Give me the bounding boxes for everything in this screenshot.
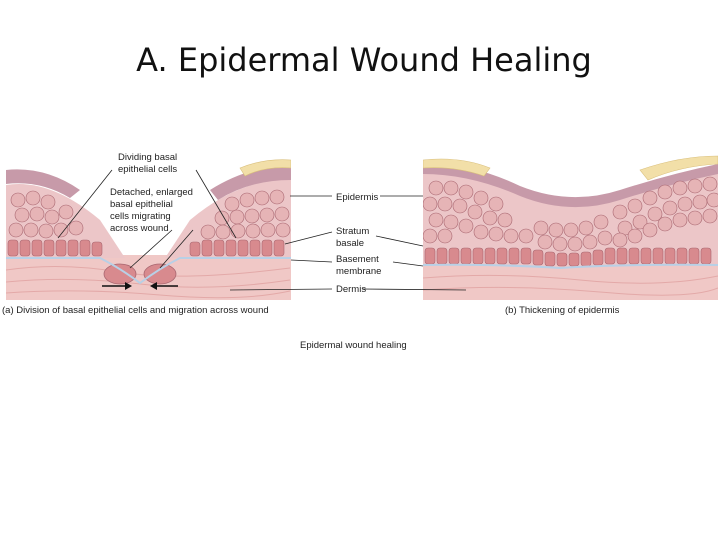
- panel-a-left-keratin: [6, 169, 80, 198]
- panel-a-basal-cells: [7, 239, 285, 257]
- label-stratum-basale: Stratum basale: [336, 226, 372, 249]
- panel-b-dermis-fibers: [423, 274, 718, 296]
- panel-a-scab: [239, 159, 291, 177]
- label-basement-membrane: Basement membrane: [336, 254, 381, 277]
- caption-panel-a: (a) Division of basal epithelial cells a…: [2, 305, 269, 316]
- panel-a-cells: [8, 189, 291, 240]
- panel-b-scab: [423, 158, 491, 177]
- panel-b-basal-cells: [424, 247, 712, 267]
- panel-a-basement-membrane: [6, 257, 291, 285]
- figure-caption: Epidermal wound healing: [300, 340, 407, 351]
- panel-b-tissue: [423, 155, 718, 300]
- label-dividing-basal: Dividing basal epithelial cells: [118, 152, 180, 175]
- panel-a-migrating-cell-left: [103, 263, 137, 285]
- label-detached-cells: Detached, enlarged basal epithelial cell…: [110, 187, 196, 234]
- panel-b-basement-membrane: [423, 263, 718, 270]
- panel-a-tissue: [6, 159, 291, 300]
- slide-title: A. Epidermal Wound Healing: [136, 41, 592, 79]
- wound-healing-illustration: Dividing basal epithelial cells Detached…: [6, 152, 718, 300]
- panel-b-scab-right: [639, 155, 718, 181]
- caption-panel-b: (b) Thickening of epidermis: [505, 305, 620, 316]
- panel-a-migrating-cell-right: [143, 263, 177, 285]
- wound-healing-figure: Dividing basal epithelial cells Detached…: [0, 150, 728, 360]
- panel-a-right-keratin: [210, 165, 291, 200]
- panel-b-cells: [423, 176, 718, 252]
- label-epidermis: Epidermis: [336, 192, 378, 203]
- label-dermis: Dermis: [336, 284, 366, 295]
- leader-lines: [57, 169, 467, 291]
